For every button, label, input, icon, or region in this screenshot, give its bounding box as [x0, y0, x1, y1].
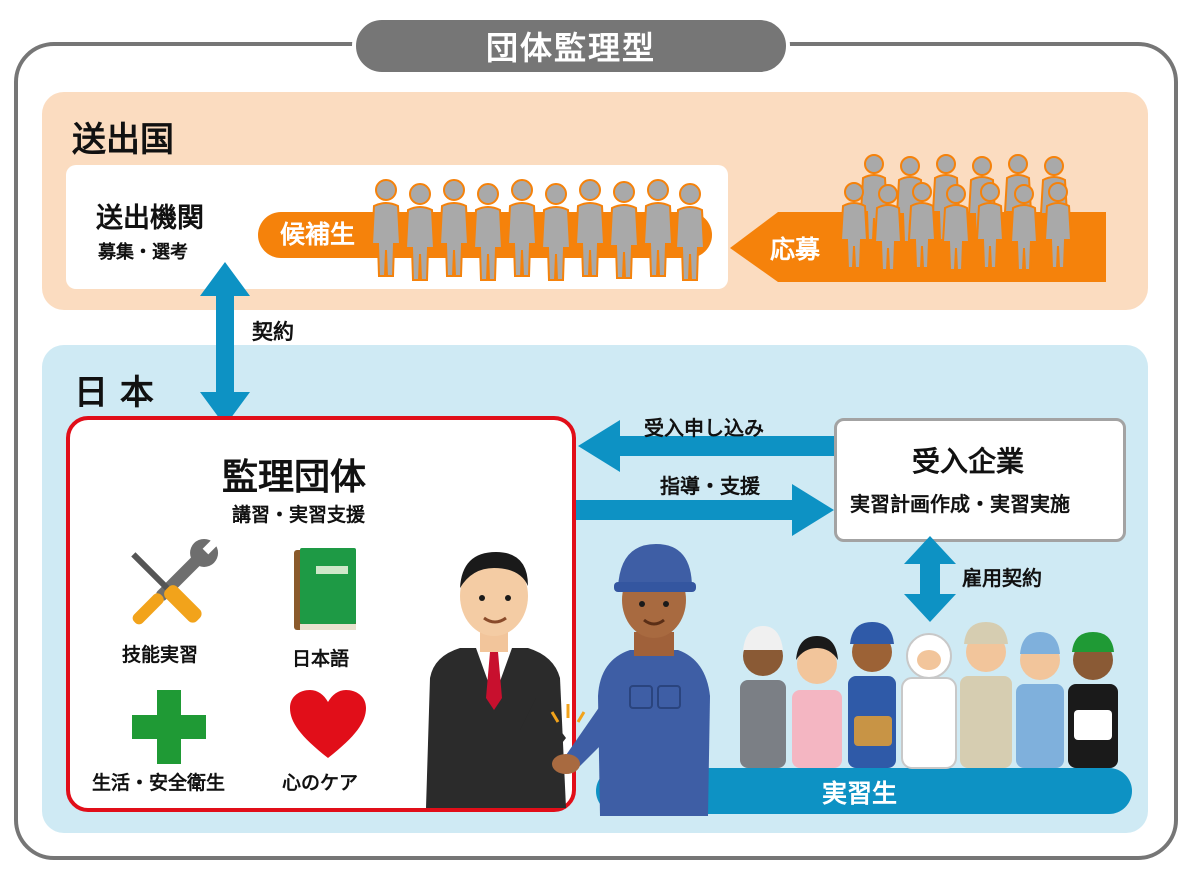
page-title: 団体監理型: [352, 16, 790, 76]
guidance-arrow-icon: [576, 484, 834, 536]
sparkle-icon: [550, 704, 586, 723]
worker-icon: [552, 544, 710, 816]
employment-label: 雇用契約: [962, 566, 1042, 590]
contract-label: 契約: [252, 320, 294, 344]
supervising-org-name: 監理団体: [222, 457, 367, 498]
tools-icon: [131, 538, 219, 625]
green-cross-icon: [132, 690, 206, 764]
businessman-icon: [426, 552, 566, 808]
candidates-label: 候補生: [280, 220, 356, 249]
trainees-label: 実習生: [822, 779, 898, 808]
guidance-label: 指導・支援: [660, 474, 760, 498]
request-label: 受入申し込み: [644, 416, 764, 440]
candidates-group-icon: [371, 179, 705, 281]
service-label-japanese: 日本語: [292, 648, 350, 670]
request-arrow-icon: [578, 420, 836, 472]
service-label-skills: 技能実習: [122, 644, 199, 666]
service-label-mental-care: 心のケア: [282, 772, 359, 794]
accepting-company-box: [834, 418, 1126, 542]
supervising-org-duties: 講習・実習支援: [232, 504, 366, 526]
book-icon: [294, 548, 356, 630]
apply-label: 応募: [770, 235, 821, 264]
accepting-company-duties: 実習計画作成・実習実施: [850, 492, 1070, 516]
employment-arrow-icon: [904, 536, 956, 622]
service-label-life-safety: 生活・安全衛生: [92, 772, 226, 794]
accepting-company-name: 受入企業: [912, 445, 1025, 478]
sending-country-title: 送出国: [72, 120, 174, 160]
trainees-group-icon: [740, 622, 1118, 769]
sending-agency-name: 送出機関: [96, 203, 204, 234]
sending-agency-duties: 募集・選考: [98, 242, 188, 263]
heart-icon: [290, 690, 366, 758]
applicants-crowd-icon: [840, 154, 1072, 271]
contract-arrow-icon: [200, 262, 250, 426]
japan-title: 日 本: [74, 373, 154, 413]
